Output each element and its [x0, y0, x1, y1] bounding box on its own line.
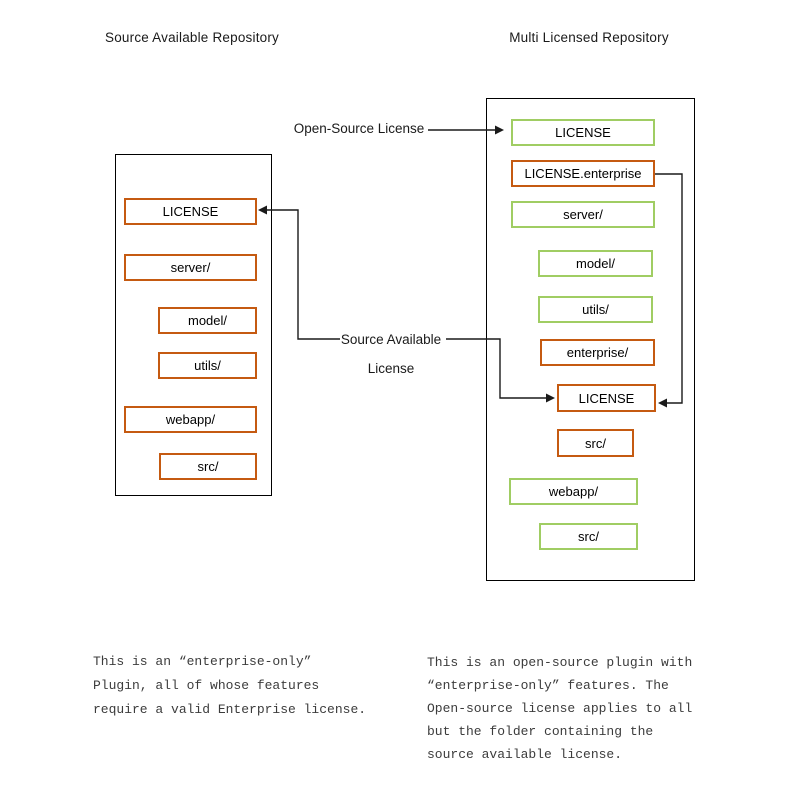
left-folder-license: LICENSE [124, 198, 257, 225]
right-repo-caption: This is an open-source plugin with “ente… [427, 651, 692, 766]
right-caption-line: This is an open-source plugin with [427, 655, 693, 670]
right-repo-title: Multi Licensed Repository [509, 30, 669, 45]
right-folder-utils: utils/ [538, 296, 653, 323]
left-repo-title: Source Available Repository [105, 30, 279, 45]
right-folder-webapp: webapp/ [509, 478, 638, 505]
right-folder-license: LICENSE [511, 119, 655, 146]
right-caption-line: but the folder containing the [427, 724, 654, 739]
right-folder-server: server/ [511, 201, 655, 228]
right-folder-license-enterprise: LICENSE.enterprise [511, 160, 655, 187]
open-source-license-label: Open-Source License [293, 121, 425, 136]
left-folder-server: server/ [124, 254, 257, 281]
left-caption-line: This is an “enterprise-only” [93, 654, 312, 669]
right-folder-src: src/ [539, 523, 638, 550]
right-folder-enterprise: enterprise/ [540, 339, 655, 366]
right-folder-enterprise-src: src/ [557, 429, 634, 457]
left-caption-line: Plugin, all of whose features [93, 678, 320, 693]
left-folder-src: src/ [159, 453, 257, 480]
right-folder-enterprise-license: LICENSE [557, 384, 656, 412]
left-folder-model: model/ [158, 307, 257, 334]
right-caption-line: source available license. [427, 747, 623, 762]
left-folder-webapp: webapp/ [124, 406, 257, 433]
left-repo-caption: This is an “enterprise-only” Plugin, all… [93, 650, 366, 722]
right-caption-line: “enterprise-only” features. The [427, 678, 669, 693]
source-available-license-label: Source Available License [336, 325, 446, 383]
right-caption-line: Open-source license applies to all [427, 701, 693, 716]
source-available-label-line1: Source Available [340, 332, 442, 347]
source-available-label-line2: License [367, 361, 415, 376]
right-folder-model: model/ [538, 250, 653, 277]
left-folder-utils: utils/ [158, 352, 257, 379]
left-caption-line: require a valid Enterprise license. [93, 702, 367, 717]
